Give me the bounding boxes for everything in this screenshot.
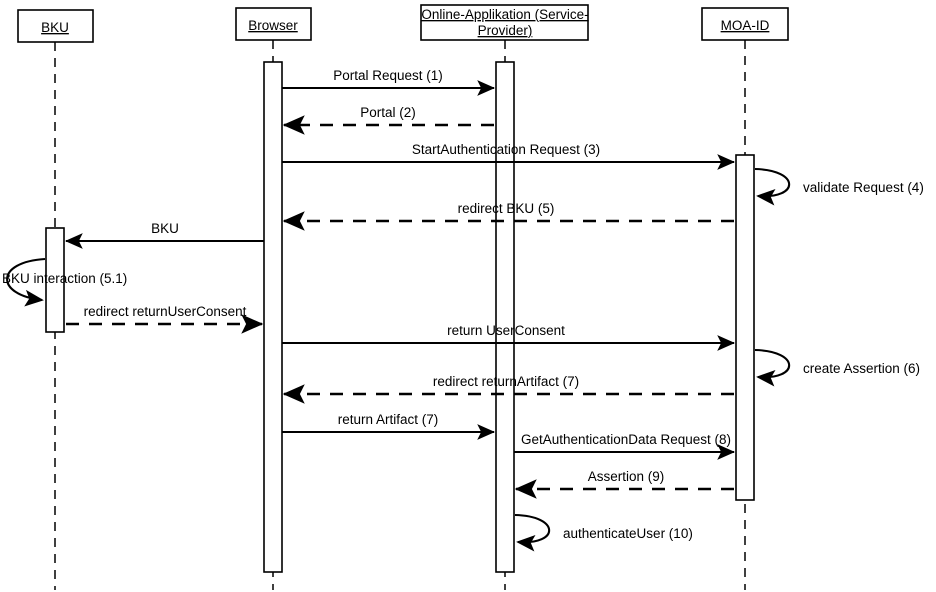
- message-bku[interactable]: BKU: [64, 221, 264, 249]
- activation-bar-moa-id[interactable]: [735, 154, 755, 501]
- message-redirect-returnartifact[interactable]: redirect returnArtifact (7): [282, 374, 734, 404]
- message-assertion[interactable]: Assertion (9): [514, 469, 734, 499]
- message-label-redirect-returnuserconsent: redirect returnUserConsent: [84, 304, 247, 319]
- message-return-userconsent[interactable]: return UserConsent: [282, 323, 736, 351]
- message-label-bku: BKU: [151, 221, 179, 236]
- message-arrow-bku-interaction[interactable]: [6, 257, 46, 307]
- message-label-bku-interaction: BKU interaction (5.1): [2, 271, 127, 286]
- message-label-validate-request: validate Request (4): [803, 180, 924, 195]
- participant-header-browser[interactable]: Browser: [235, 7, 312, 41]
- message-label-authenticateuser: authenticateUser (10): [563, 526, 693, 541]
- message-label-redirect-returnartifact: redirect returnArtifact (7): [433, 374, 579, 389]
- message-bku-interaction[interactable]: BKU interaction (5.1): [2, 257, 127, 307]
- participant-label-moa-id: MOA-ID: [721, 18, 770, 33]
- participant-box-browser[interactable]: [235, 7, 312, 41]
- activation-bar-bku[interactable]: [45, 227, 65, 333]
- participant-label-bku: BKU: [41, 20, 69, 35]
- message-label-getauthenticationdata-request: GetAuthenticationData Request (8): [521, 432, 731, 447]
- participant-header-moa-id[interactable]: MOA-ID: [701, 7, 789, 41]
- message-label-assertion: Assertion (9): [588, 469, 665, 484]
- participant-header-bku[interactable]: BKU: [17, 9, 94, 43]
- message-startauthentication-request[interactable]: StartAuthentication Request (3): [282, 142, 736, 170]
- message-label-portal: Portal (2): [360, 105, 416, 120]
- message-label-return-userconsent: return UserConsent: [447, 323, 565, 338]
- message-label-portal-request: Portal Request (1): [333, 68, 443, 83]
- message-label-create-assertion: create Assertion (6): [803, 361, 920, 376]
- message-portal-request[interactable]: Portal Request (1): [282, 68, 496, 96]
- message-arrow-validate-request[interactable]: [754, 167, 791, 206]
- activations-group: [45, 61, 755, 573]
- message-authenticateuser[interactable]: authenticateUser (10): [514, 513, 693, 552]
- participant-label-browser: Browser: [248, 18, 298, 33]
- participant-box-bku[interactable]: [17, 9, 94, 43]
- message-getauthenticationdata-request[interactable]: GetAuthenticationData Request (8): [514, 432, 736, 460]
- message-return-artifact[interactable]: return Artifact (7): [282, 412, 496, 440]
- message-redirect-returnuserconsent[interactable]: redirect returnUserConsent: [66, 304, 264, 334]
- message-portal[interactable]: Portal (2): [282, 105, 494, 135]
- message-arrow-create-assertion[interactable]: [754, 348, 791, 387]
- participant-box-online-applikation[interactable]: [420, 4, 589, 41]
- message-create-assertion[interactable]: create Assertion (6): [754, 348, 920, 387]
- message-redirect-bku[interactable]: redirect BKU (5): [282, 201, 734, 231]
- message-label-startauthentication-request: StartAuthentication Request (3): [412, 142, 600, 157]
- message-arrow-authenticateuser[interactable]: [514, 513, 551, 552]
- message-validate-request[interactable]: validate Request (4): [754, 167, 924, 206]
- participant-label-online-applikation-line1: Online-Applikation (Service-: [421, 7, 588, 22]
- participant-label-online-applikation-line2: Provider): [478, 23, 533, 38]
- participant-box-moa-id[interactable]: [701, 7, 789, 41]
- message-label-return-artifact: return Artifact (7): [338, 412, 439, 427]
- activation-bar-online-applikation[interactable]: [495, 61, 515, 573]
- message-label-redirect-bku: redirect BKU (5): [458, 201, 555, 216]
- activation-bar-browser[interactable]: [263, 61, 283, 573]
- participant-header-online-applikation[interactable]: Online-Applikation (Service- Provider): [420, 4, 589, 41]
